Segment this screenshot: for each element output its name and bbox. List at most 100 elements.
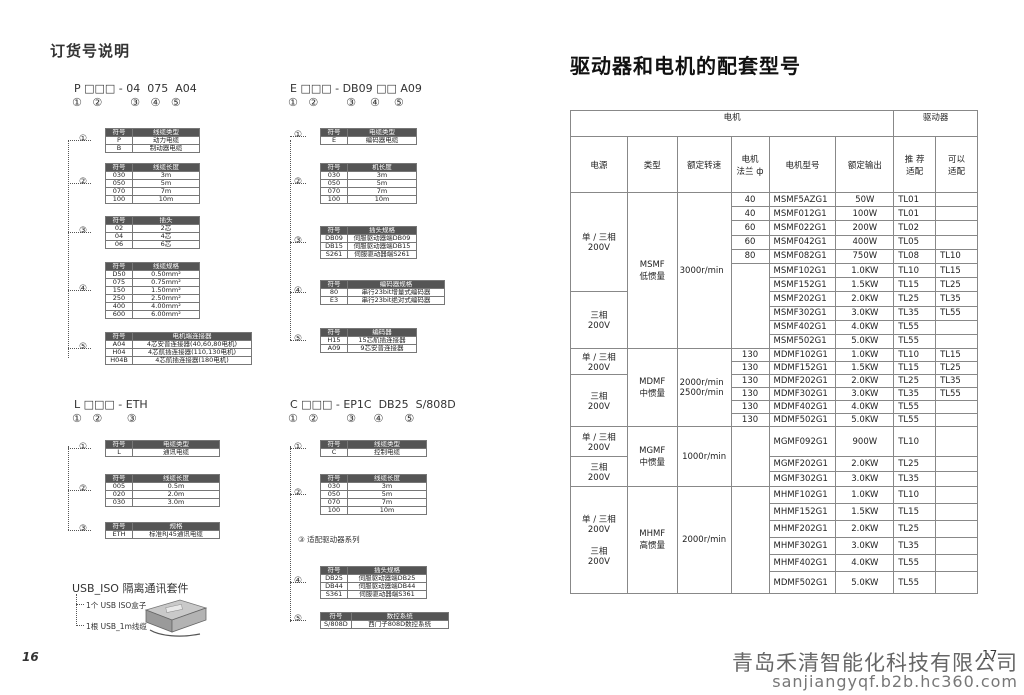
l-marker-0: ① xyxy=(79,442,88,452)
recommended-cell: TL10 xyxy=(893,486,937,505)
recommended-cell: TL01 xyxy=(893,206,937,222)
p-marker-1: ② xyxy=(79,177,88,187)
description-cell: 标准RJ45通讯电缆 xyxy=(132,530,220,539)
compatible-cell xyxy=(935,400,978,415)
e-connector-4 xyxy=(290,340,306,341)
symbol-cell: 100 xyxy=(105,195,133,204)
model-cell: MSMF302G1 xyxy=(768,305,837,321)
compatible-cell: TL55 xyxy=(935,387,978,402)
description-cell: 10m xyxy=(132,195,200,204)
description-cell: 10m xyxy=(347,195,417,204)
description-cell: 线缆长度 xyxy=(132,474,220,483)
compatible-cell: TL55 xyxy=(935,305,978,321)
flange-cell xyxy=(730,486,770,595)
symbol-cell: D50 xyxy=(105,270,133,279)
symbol-cell: 250 xyxy=(105,294,133,303)
compatible-cell xyxy=(935,537,978,556)
table-header-row: 符号线缆长度 xyxy=(320,474,427,483)
symbol-cell: 符号 xyxy=(105,128,133,137)
symbol-cell: 070 xyxy=(105,187,133,196)
symbol-cell: DB15 xyxy=(320,242,348,251)
model-cell: MSMF102G1 xyxy=(768,262,837,279)
usb-iso-box-image xyxy=(144,599,208,637)
compatible-cell xyxy=(935,191,978,208)
output-cell: 2.0KW xyxy=(835,374,895,389)
table-header-row: 符号电缆类型 xyxy=(105,440,220,449)
symbol-cell: E xyxy=(320,136,348,145)
compatible-cell: TL25 xyxy=(935,277,978,293)
l-order-code: L □□□ - ETH xyxy=(74,398,148,411)
description-cell: 串行23bit绝对式编码器 xyxy=(347,296,445,305)
e-order-code: E □□□ - DB09 □□ A09 xyxy=(290,82,422,95)
recommended-cell: TL35 xyxy=(893,387,937,402)
e-connector-2 xyxy=(290,242,306,243)
model-cell: MGMF202G1 xyxy=(768,456,837,473)
symbol-cell: 符号 xyxy=(320,474,348,483)
model-cell: MDMF202G1 xyxy=(768,374,837,389)
table-header-row: 符号线缆长度 xyxy=(105,163,200,172)
description-cell: 编码器电缆 xyxy=(347,136,417,145)
p-marker-3: ④ xyxy=(79,284,88,294)
symbol-cell: P xyxy=(105,136,133,145)
output-cell: 5.0KW xyxy=(835,571,895,595)
symbol-cell: 符号 xyxy=(105,522,133,531)
msmf-speed: 3000r/min xyxy=(676,191,732,350)
table-header-row: 符号数控系统 xyxy=(320,612,449,621)
symbol-cell: A09 xyxy=(320,344,348,353)
flange-cell: 80 xyxy=(730,248,770,264)
flange-cell: 130 xyxy=(730,348,770,363)
output-cell: 4.0KW xyxy=(835,554,895,573)
header-output: 额定输出 xyxy=(835,136,895,193)
description-cell: 伺服驱动器端DB44 xyxy=(347,582,427,591)
p-connector-2 xyxy=(68,232,91,233)
l-marker-1: ② xyxy=(79,484,88,494)
group-header-motor: 电机 xyxy=(569,110,895,137)
symbol-cell: ETH xyxy=(105,530,133,539)
description-cell: 伺服驱动器端S261 xyxy=(347,250,417,259)
model-cell: MSMF152G1 xyxy=(768,277,837,293)
symbol-cell: E3 xyxy=(320,296,348,305)
description-cell: 数控系统 xyxy=(350,612,449,621)
description-cell: 伺服驱动器端DB15 xyxy=(347,242,417,251)
l-code-markers: ① ② ③ xyxy=(72,412,137,425)
description-cell: 4芯安普连接器(40,60,80电机) xyxy=(132,340,252,349)
symbol-cell: 符号 xyxy=(105,216,133,225)
recommended-cell: TL55 xyxy=(893,571,937,595)
symbol-cell: 04 xyxy=(105,232,133,241)
e-marker-3: ④ xyxy=(294,286,303,296)
c-connector-0 xyxy=(290,448,306,449)
model-cell: MSMF042G1 xyxy=(768,234,837,250)
e-connector-3 xyxy=(290,292,306,293)
output-cell: 1.0KW xyxy=(835,348,895,363)
description-cell: 10m xyxy=(347,506,427,515)
output-cell: 5.0KW xyxy=(835,333,895,350)
output-cell: 4.0KW xyxy=(835,400,895,415)
header-compatible: 可以适配 xyxy=(935,136,978,193)
model-cell: MDMF502G1 xyxy=(768,413,837,428)
